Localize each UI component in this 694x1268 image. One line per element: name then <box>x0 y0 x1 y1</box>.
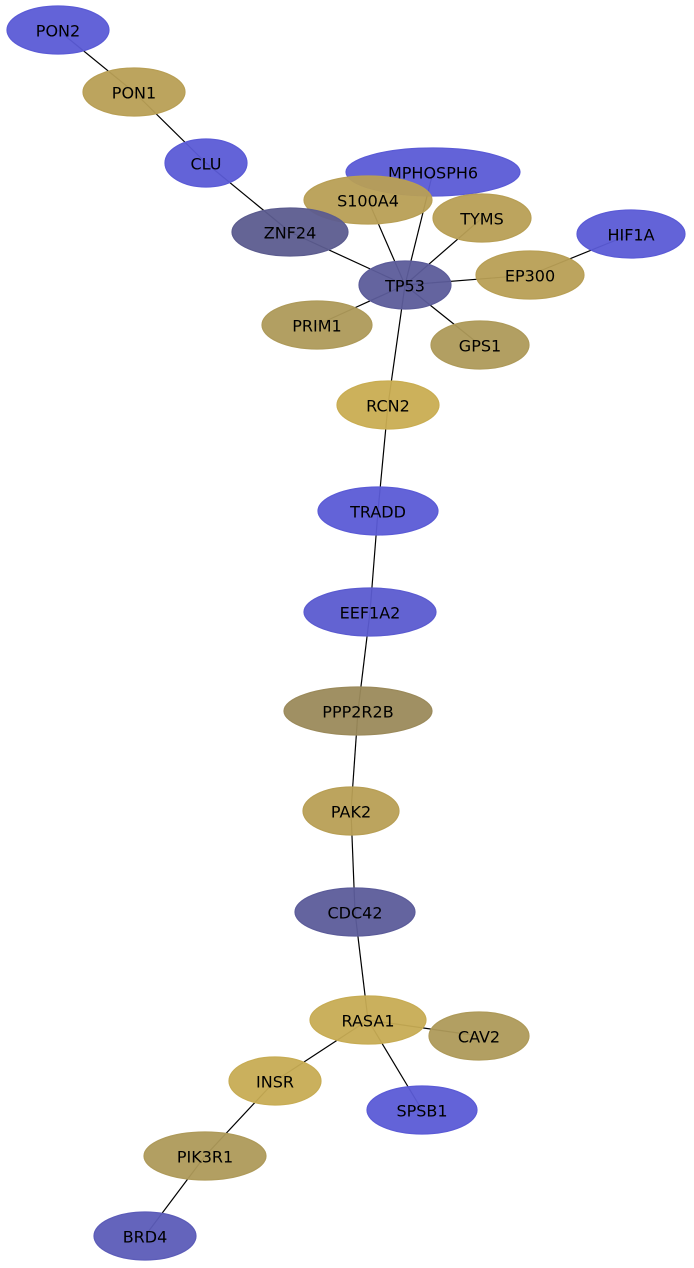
node-label: PON1 <box>112 84 156 103</box>
node-gps1: GPS1 <box>430 320 530 370</box>
node-label: EP300 <box>505 267 555 286</box>
node-label: RASA1 <box>342 1012 395 1031</box>
node-label: SPSB1 <box>396 1102 447 1121</box>
node-tradd: TRADD <box>317 486 439 536</box>
node-label: PPP2R2B <box>322 703 393 722</box>
node-label: ZNF24 <box>264 224 317 243</box>
node-pak2: PAK2 <box>302 786 400 836</box>
node-label: INSR <box>256 1073 294 1092</box>
node-ep300: EP300 <box>475 250 585 300</box>
node-label: RCN2 <box>366 397 410 416</box>
node-label: BRD4 <box>123 1228 168 1247</box>
node-ellipse <box>231 207 349 257</box>
node-prim1: PRIM1 <box>261 300 373 350</box>
node-ellipse <box>336 380 440 430</box>
node-ellipse <box>82 67 186 117</box>
node-label: S100A4 <box>337 192 399 211</box>
node-label: HIF1A <box>607 226 654 245</box>
node-rasa1: RASA1 <box>309 995 427 1045</box>
node-cdc42: CDC42 <box>294 887 416 937</box>
node-s100a4: S100A4 <box>303 175 433 225</box>
node-ellipse <box>302 786 400 836</box>
node-label: GPS1 <box>459 337 501 356</box>
node-insr: INSR <box>228 1056 322 1106</box>
node-label: TYMS <box>459 210 504 229</box>
node-ellipse <box>261 300 373 350</box>
node-cav2: CAV2 <box>428 1011 530 1061</box>
node-ellipse <box>428 1011 530 1061</box>
node-pon2: PON2 <box>6 5 110 55</box>
node-pon1: PON1 <box>82 67 186 117</box>
node-ellipse <box>358 260 452 310</box>
node-label: PRIM1 <box>292 317 341 336</box>
node-rcn2: RCN2 <box>336 380 440 430</box>
node-label: MPHOSPH6 <box>388 164 478 183</box>
node-label: TP53 <box>384 277 425 296</box>
node-brd4: BRD4 <box>93 1211 197 1261</box>
node-ellipse <box>317 486 439 536</box>
node-label: PON2 <box>36 22 80 41</box>
node-ellipse <box>294 887 416 937</box>
node-ellipse <box>303 175 433 225</box>
node-ellipse <box>283 686 433 736</box>
node-label: CLU <box>191 155 222 174</box>
node-ellipse <box>93 1211 197 1261</box>
node-ellipse <box>430 320 530 370</box>
node-pik3r1: PIK3R1 <box>143 1131 267 1181</box>
node-eef1a2: EEF1A2 <box>303 587 437 637</box>
node-tp53: TP53 <box>358 260 452 310</box>
node-label: CAV2 <box>458 1028 500 1047</box>
node-spsb1: SPSB1 <box>366 1085 478 1135</box>
node-ellipse <box>432 193 532 243</box>
node-znf24: ZNF24 <box>231 207 349 257</box>
node-ellipse <box>576 209 686 259</box>
node-tyms: TYMS <box>432 193 532 243</box>
node-ellipse <box>143 1131 267 1181</box>
node-ellipse <box>475 250 585 300</box>
node-ellipse <box>6 5 110 55</box>
node-ppp2r2b: PPP2R2B <box>283 686 433 736</box>
node-clu: CLU <box>164 138 248 188</box>
node-ellipse <box>309 995 427 1045</box>
node-ellipse <box>303 587 437 637</box>
node-label: TRADD <box>349 503 406 522</box>
node-ellipse <box>228 1056 322 1106</box>
node-hif1a: HIF1A <box>576 209 686 259</box>
node-label: PAK2 <box>331 803 371 822</box>
node-label: PIK3R1 <box>177 1148 233 1167</box>
node-ellipse <box>366 1085 478 1135</box>
node-ellipse <box>164 138 248 188</box>
node-label: EEF1A2 <box>340 604 401 623</box>
node-label: CDC42 <box>327 904 382 923</box>
